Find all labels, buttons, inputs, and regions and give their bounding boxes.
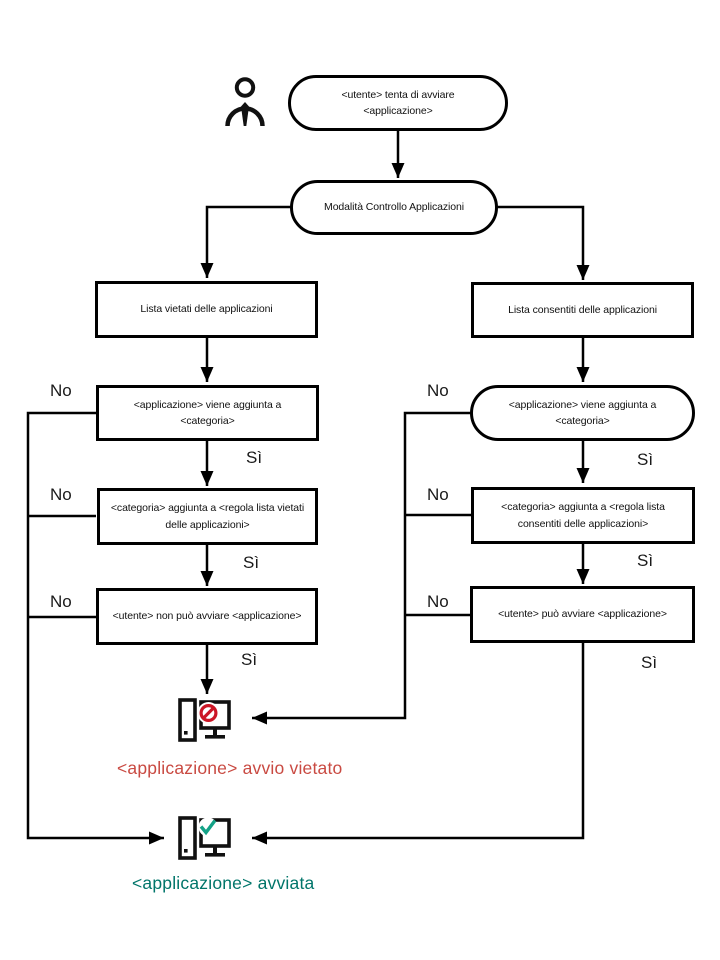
node-allow-category-rule: <categoria> aggiunta a <regola lista con… — [471, 487, 695, 544]
user-icon — [224, 76, 266, 133]
computer-blocked-icon — [178, 697, 232, 748]
node-allow-result-label: <utente> può avviare <applicazione> — [498, 608, 667, 621]
branch-label-yes: Sì — [637, 551, 654, 570]
branch-label-no: No — [50, 592, 72, 611]
node-allow-added-label: <applicazione> viene aggiunta a <categor… — [508, 398, 657, 427]
node-deny-result-label: <utente> non può avviare <applicazione> — [112, 610, 302, 623]
branch-label-no: No — [427, 381, 449, 400]
node-denylist: Lista vietati delle applicazioni — [95, 281, 318, 338]
node-deny-added-label: <applicazione> viene aggiunta a <categor… — [133, 398, 282, 427]
branch-label-no: No — [50, 381, 72, 400]
branch-label-no: No — [427, 485, 449, 504]
branch-label-no: No — [50, 485, 72, 504]
node-allowlist-label: Lista consentiti delle applicazioni — [508, 303, 657, 316]
node-deny-category-rule: <categoria> aggiunta a <regola lista vie… — [97, 488, 318, 545]
node-denylist-label: Lista vietati delle applicazioni — [140, 303, 273, 316]
branch-label-no: No — [427, 592, 449, 611]
branch-label-yes: Sì — [241, 650, 258, 669]
branch-label-yes: Sì — [243, 553, 260, 572]
node-allow-rule-label: <categoria> aggiunta a <regola lista con… — [501, 501, 665, 530]
node-user-cannot-run: <utente> non può avviare <applicazione> — [96, 588, 318, 645]
branch-label-yes: Sì — [246, 448, 263, 467]
branch-label-yes: Sì — [637, 450, 654, 469]
node-mode-label: Modalità Controllo Applicazioni — [324, 201, 464, 214]
arrow-mode-to-allowlist — [497, 205, 590, 280]
node-allowlist: Lista consentiti delle applicazioni — [471, 282, 694, 338]
node-user-can-run: <utente> può avviare <applicazione> — [470, 586, 695, 643]
branch-label-yes: Sì — [641, 653, 658, 672]
node-deny-app-added-to-category: <applicazione> viene aggiunta a <categor… — [96, 385, 319, 441]
node-start: <utente> tenta di avviare <applicazione> — [288, 75, 508, 131]
node-start-label: <utente> tenta di avviare <applicazione> — [341, 88, 455, 117]
node-application-control-mode: Modalità Controllo Applicazioni — [290, 180, 498, 235]
node-allow-app-added-to-category: <applicazione> viene aggiunta a <categor… — [470, 385, 695, 441]
wire-left-no-to-started — [26, 411, 164, 845]
outcome-blocked-text: <applicazione> avvio vietato — [117, 758, 343, 778]
computer-check-icon — [178, 815, 232, 866]
wire-allow-result-yes-to-started — [252, 643, 585, 845]
arrow-mode-to-denylist — [200, 205, 291, 278]
outcome-started-text: <applicazione> avviata — [132, 873, 315, 893]
node-deny-rule-label: <categoria> aggiunta a <regola lista vie… — [110, 502, 305, 531]
wire-right-no-to-blocked — [252, 411, 471, 725]
